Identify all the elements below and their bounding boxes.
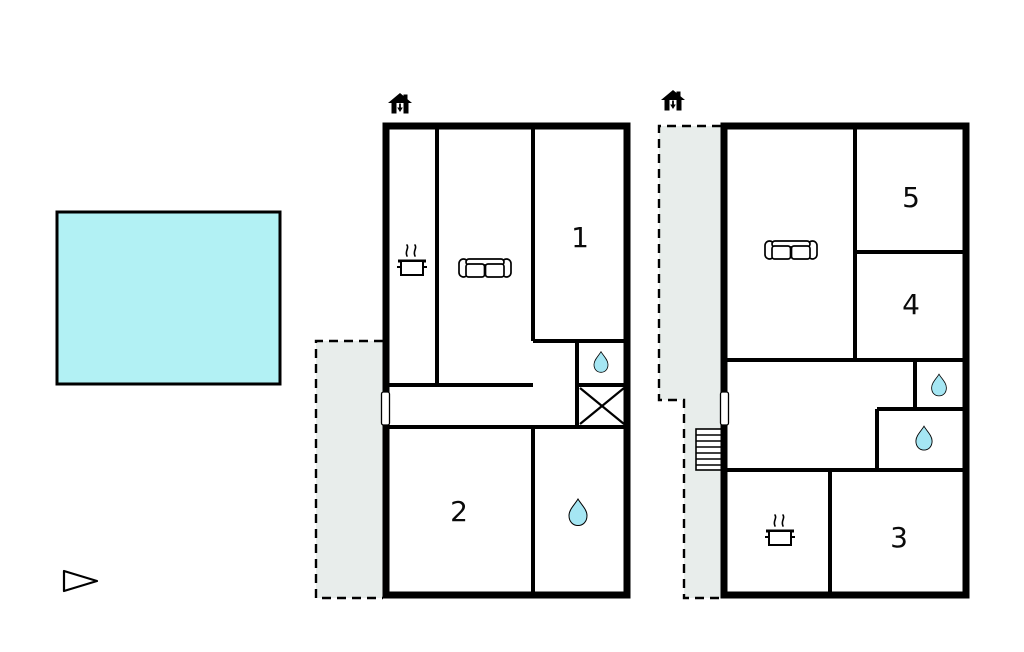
house-entrance-icon <box>661 90 685 111</box>
steam-line <box>781 514 785 527</box>
stairs-icon <box>695 428 723 471</box>
steam-line <box>413 244 417 257</box>
water-drop-icon <box>915 425 933 451</box>
room-label-2: 2 <box>450 495 468 528</box>
door-marker-left-building <box>380 391 391 426</box>
sofa-cushion <box>465 263 486 278</box>
pot-with-steam-icon <box>397 244 427 276</box>
sofa-cushion <box>771 245 792 260</box>
left-building-outline <box>382 122 631 599</box>
water-drop-icon <box>931 373 947 397</box>
triangle-pointer-icon <box>62 569 99 593</box>
water-drop-icon <box>593 350 609 373</box>
cross-line <box>579 387 625 425</box>
roof <box>388 93 412 103</box>
entry-arrow-head <box>670 104 676 109</box>
pot-body <box>400 260 424 276</box>
roof <box>661 90 685 100</box>
room-label-1: 1 <box>571 221 589 254</box>
entry-arrow-head <box>397 107 403 112</box>
pot-with-steam-icon <box>765 514 795 546</box>
chimney <box>676 91 681 97</box>
steam-line <box>773 514 777 527</box>
door-marker-right-building <box>719 391 730 426</box>
sofa-icon <box>458 258 512 278</box>
sofa-icon <box>764 240 818 260</box>
stairs-outline <box>695 428 723 471</box>
room-label-3: 3 <box>890 521 908 554</box>
left-building-interior-walls <box>386 126 627 595</box>
water-drop-icon <box>568 498 588 527</box>
pot-body <box>768 530 792 546</box>
terrace-left <box>314 339 383 600</box>
terrace-right <box>657 124 721 600</box>
house-entrance-icon <box>388 93 412 114</box>
room-label-5: 5 <box>902 181 920 214</box>
sofa-cushion <box>484 263 505 278</box>
swimming-pool <box>55 210 282 386</box>
sofa-cushion <box>790 245 811 260</box>
room-label-4: 4 <box>902 288 920 321</box>
right-building-interior-walls <box>724 126 966 595</box>
steam-line <box>405 244 409 257</box>
chimney <box>403 94 408 100</box>
x-cross-icon <box>579 387 625 425</box>
